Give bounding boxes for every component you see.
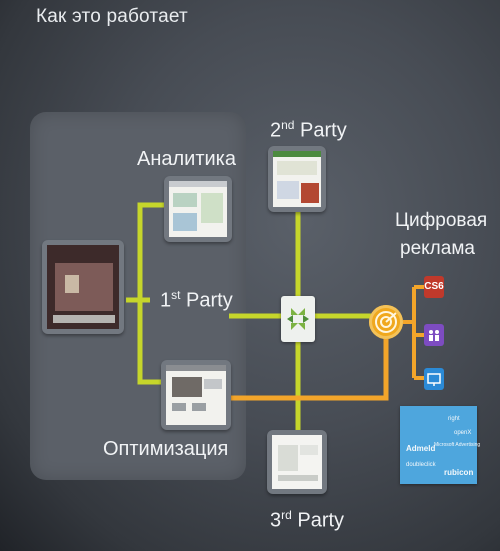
digital-ad-label-line2: реклама bbox=[400, 238, 475, 259]
partner-logo: doubleclick bbox=[406, 462, 436, 468]
second-party-thumbnail bbox=[268, 146, 326, 212]
partner-logo: rubicon bbox=[444, 468, 474, 477]
third-party-thumbnail bbox=[267, 430, 327, 494]
target-icon bbox=[369, 305, 403, 339]
digital-ad-label-line1: Цифровая bbox=[395, 210, 488, 231]
partner-logo: Admeld bbox=[406, 444, 436, 453]
display-channel-icon bbox=[424, 368, 444, 390]
optimization-thumbnail bbox=[161, 360, 231, 430]
hub-icon bbox=[281, 296, 315, 342]
analytics-label: Аналитика bbox=[137, 148, 236, 170]
first-party-label: 1st Party bbox=[160, 288, 233, 312]
cs6-channel-icon: CS6 bbox=[424, 276, 444, 298]
slide-title: Как это работает bbox=[36, 6, 188, 27]
third-party-label: 3rd Party bbox=[270, 508, 345, 532]
analytics-thumbnail bbox=[164, 176, 232, 242]
optimization-connector bbox=[226, 339, 389, 401]
partner-logo: Microsoft Advertising bbox=[434, 442, 481, 448]
second-party-label: 2nd Party bbox=[270, 118, 347, 142]
channels-connector bbox=[403, 285, 424, 380]
partner-logo: openX bbox=[454, 430, 472, 436]
partner-logo: right bbox=[448, 416, 460, 422]
ad-partners-box: Admeld rubicon doubleclick openX right M… bbox=[400, 406, 481, 484]
optimization-label: Оптимизация bbox=[103, 438, 229, 460]
social-channel-icon bbox=[424, 324, 444, 346]
website-stack-thumbnail bbox=[42, 240, 124, 334]
